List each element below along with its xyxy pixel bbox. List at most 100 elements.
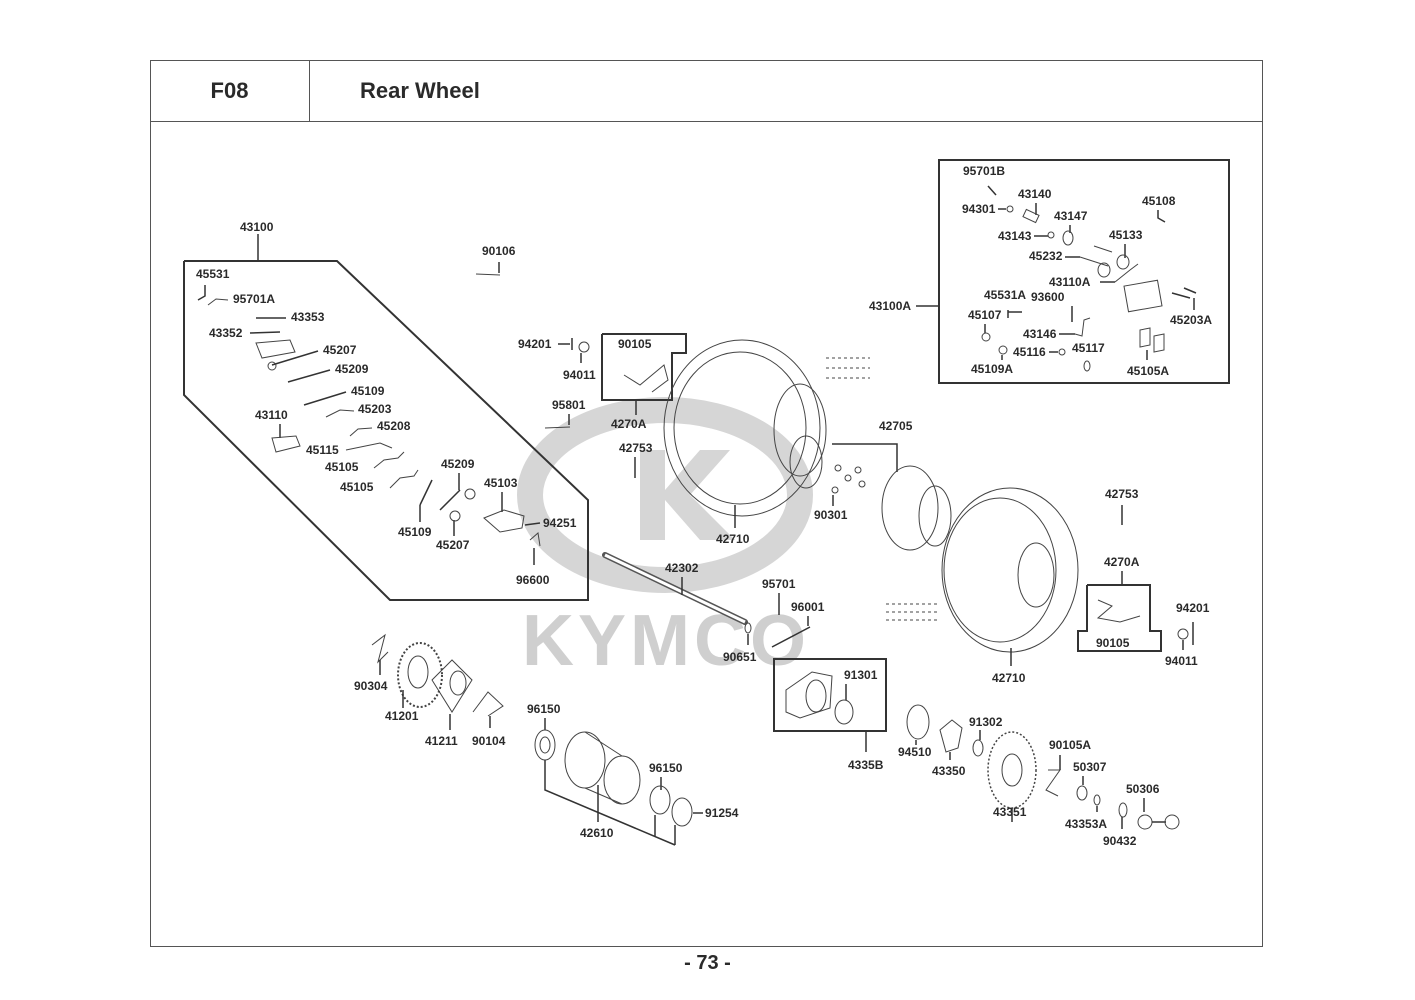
part-label-43350[interactable]: 43350 bbox=[932, 764, 966, 778]
part-label-45109-b[interactable]: 45109 bbox=[398, 525, 432, 539]
part-label-45103[interactable]: 45103 bbox=[484, 476, 518, 490]
ring-45107 bbox=[981, 332, 991, 342]
section-code: F08 bbox=[150, 60, 310, 122]
brake-disc-center bbox=[1001, 753, 1023, 787]
part-label-91254[interactable]: 91254 bbox=[705, 806, 739, 820]
seal-ring-45207-b bbox=[449, 510, 461, 522]
part-label-45203A[interactable]: 45203A bbox=[1170, 313, 1212, 327]
part-label-43140[interactable]: 43140 bbox=[1018, 187, 1052, 201]
part-label-96150-a[interactable]: 96150 bbox=[527, 702, 561, 716]
part-label-90106[interactable]: 90106 bbox=[482, 244, 516, 258]
part-label-45109[interactable]: 45109 bbox=[351, 384, 385, 398]
pin-96600 bbox=[529, 532, 541, 547]
part-label-43353[interactable]: 43353 bbox=[291, 310, 325, 324]
part-label-91302[interactable]: 91302 bbox=[969, 715, 1003, 729]
part-label-45116[interactable]: 45116 bbox=[1013, 345, 1046, 359]
part-label-45117[interactable]: 45117 bbox=[1072, 341, 1105, 355]
part-label-41211[interactable]: 41211 bbox=[425, 734, 458, 748]
part-label-45109A[interactable]: 45109A bbox=[971, 362, 1013, 376]
part-label-43353A[interactable]: 43353A bbox=[1065, 817, 1107, 831]
part-label-42710-b[interactable]: 42710 bbox=[992, 671, 1026, 685]
washer-94301 bbox=[1006, 205, 1014, 213]
part-label-45207[interactable]: 45207 bbox=[323, 343, 357, 357]
part-label-45105A[interactable]: 45105A bbox=[1127, 364, 1169, 378]
part-label-42705[interactable]: 42705 bbox=[879, 419, 913, 433]
part-label-45209[interactable]: 45209 bbox=[335, 362, 369, 376]
part-label-42710-a[interactable]: 42710 bbox=[716, 532, 750, 546]
part-label-45133[interactable]: 45133 bbox=[1109, 228, 1143, 242]
part-label-45115[interactable]: 45115 bbox=[306, 443, 339, 457]
part-label-4270A-a[interactable]: 4270A bbox=[611, 417, 647, 431]
part-label-43110[interactable]: 43110 bbox=[255, 408, 288, 422]
part-label-95701B[interactable]: 95701B bbox=[963, 164, 1005, 178]
part-label-94301[interactable]: 94301 bbox=[962, 202, 996, 216]
part-label-91301[interactable]: 91301 bbox=[844, 668, 878, 682]
part-label-43143[interactable]: 43143 bbox=[998, 229, 1032, 243]
part-label-90105-b[interactable]: 90105 bbox=[1096, 636, 1130, 650]
sprocket-hub-41211 bbox=[431, 659, 473, 713]
part-label-96001[interactable]: 96001 bbox=[791, 600, 825, 614]
part-label-43100[interactable]: 43100 bbox=[240, 220, 274, 234]
part-label-96150-b[interactable]: 96150 bbox=[649, 761, 683, 775]
part-label-90304[interactable]: 90304 bbox=[354, 679, 388, 693]
part-label-41201[interactable]: 41201 bbox=[385, 709, 419, 723]
part-label-45107[interactable]: 45107 bbox=[968, 308, 1002, 322]
part-label-95701[interactable]: 95701 bbox=[762, 577, 796, 591]
part-label-45108[interactable]: 45108 bbox=[1142, 194, 1176, 208]
part-label-90301[interactable]: 90301 bbox=[814, 508, 848, 522]
part-label-45209-b[interactable]: 45209 bbox=[441, 457, 475, 471]
bolt-96001 bbox=[771, 626, 811, 648]
part-label-95801[interactable]: 95801 bbox=[552, 398, 586, 412]
part-label-95701A[interactable]: 95701A bbox=[233, 292, 275, 306]
nut-94011-b bbox=[1177, 628, 1189, 640]
part-label-90651[interactable]: 90651 bbox=[723, 650, 757, 664]
part-label-4335B[interactable]: 4335B bbox=[848, 758, 884, 772]
part-label-94510[interactable]: 94510 bbox=[898, 745, 932, 759]
disc-hub-43350 bbox=[939, 719, 963, 753]
part-label-43147[interactable]: 43147 bbox=[1054, 209, 1088, 223]
part-label-50306[interactable]: 50306 bbox=[1126, 782, 1160, 796]
hub-kit-outline-lower bbox=[1077, 584, 1162, 652]
part-label-45531A[interactable]: 45531A bbox=[984, 288, 1026, 302]
ring-45117 bbox=[1083, 360, 1091, 372]
oring-91301 bbox=[834, 699, 854, 725]
caliper-bracket-bore bbox=[805, 679, 827, 713]
sprocket-hub-bore-41211 bbox=[449, 670, 467, 696]
tire-tread-pattern-lower bbox=[886, 603, 940, 621]
part-label-94011-a[interactable]: 94011 bbox=[563, 368, 596, 382]
seal-43147 bbox=[1062, 230, 1074, 246]
part-label-43352[interactable]: 43352 bbox=[209, 326, 243, 340]
part-label-43351[interactable]: 43351 bbox=[993, 805, 1027, 819]
part-label-90432[interactable]: 90432 bbox=[1103, 834, 1137, 848]
part-label-45531[interactable]: 45531 bbox=[196, 267, 230, 281]
part-label-45208[interactable]: 45208 bbox=[377, 419, 411, 433]
seal-ring-45207 bbox=[267, 361, 277, 371]
part-label-93600[interactable]: 93600 bbox=[1031, 290, 1065, 304]
part-label-45105-b[interactable]: 45105 bbox=[340, 480, 374, 494]
part-label-45105-a[interactable]: 45105 bbox=[325, 460, 359, 474]
part-label-94201-a[interactable]: 94201 bbox=[518, 337, 552, 351]
part-label-43100A[interactable]: 43100A bbox=[869, 299, 911, 313]
part-label-90104[interactable]: 90104 bbox=[472, 734, 506, 748]
part-label-45232[interactable]: 45232 bbox=[1029, 249, 1063, 263]
caliper-body-right bbox=[1123, 279, 1163, 313]
part-label-43146[interactable]: 43146 bbox=[1023, 327, 1057, 341]
part-label-45203[interactable]: 45203 bbox=[358, 402, 392, 416]
part-label-42753-a[interactable]: 42753 bbox=[619, 441, 653, 455]
ring-45109A bbox=[998, 345, 1008, 355]
part-label-43110A[interactable]: 43110A bbox=[1049, 275, 1091, 289]
part-label-90105-a[interactable]: 90105 bbox=[618, 337, 652, 351]
part-label-96600[interactable]: 96600 bbox=[516, 573, 550, 587]
part-label-50307[interactable]: 50307 bbox=[1073, 760, 1107, 774]
part-label-94011-b[interactable]: 94011 bbox=[1165, 654, 1198, 668]
part-label-42302[interactable]: 42302 bbox=[665, 561, 699, 575]
part-label-42753-b[interactable]: 42753 bbox=[1105, 487, 1139, 501]
part-label-42610[interactable]: 42610 bbox=[580, 826, 614, 840]
ring-90651 bbox=[744, 622, 752, 634]
part-label-90105A[interactable]: 90105A bbox=[1049, 738, 1091, 752]
part-label-45207-b[interactable]: 45207 bbox=[436, 538, 470, 552]
pin-45203 bbox=[325, 409, 355, 418]
part-label-4270A-b[interactable]: 4270A bbox=[1104, 555, 1140, 569]
part-label-94201-b[interactable]: 94201 bbox=[1176, 601, 1210, 615]
part-label-94251[interactable]: 94251 bbox=[543, 516, 577, 530]
